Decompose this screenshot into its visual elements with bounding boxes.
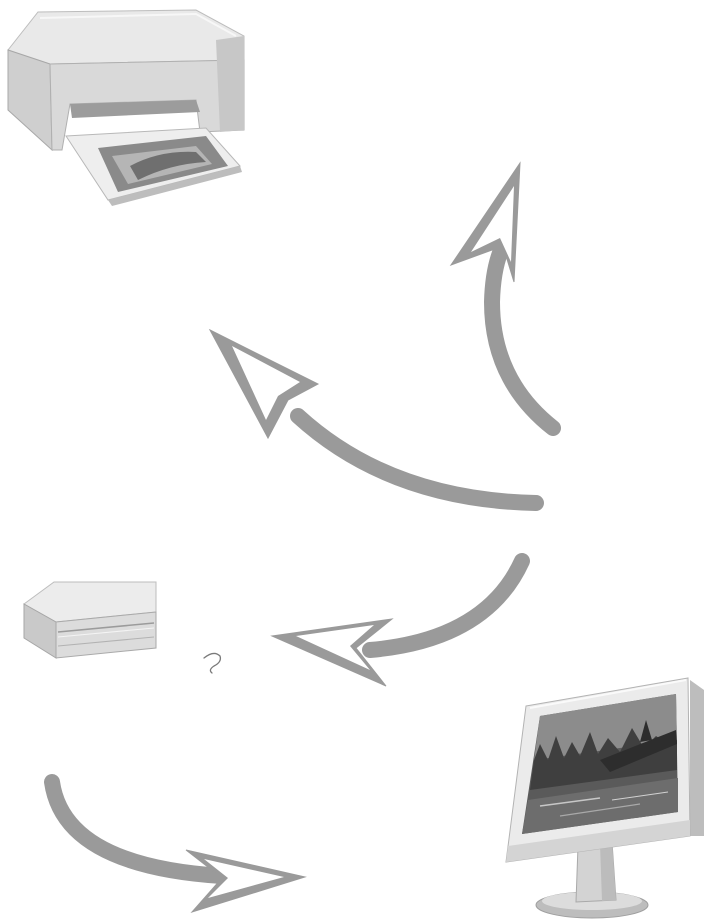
cable-squiggle-icon <box>204 653 220 673</box>
inkjet-printer-icon <box>8 10 244 206</box>
external-drive-icon <box>24 582 156 658</box>
arrow-to-drive <box>272 561 522 686</box>
arrow-to-printer <box>210 330 536 503</box>
arrow-to-monitor <box>52 782 305 912</box>
lcd-monitor-icon <box>506 678 704 918</box>
arrow-up-to-printer <box>451 163 553 428</box>
